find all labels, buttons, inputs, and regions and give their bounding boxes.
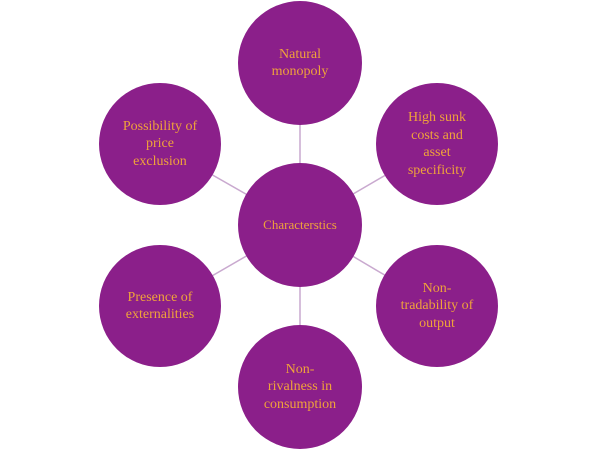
node-center-characteristics: Characterstics [238, 163, 362, 287]
node-natural-monopoly: Natural monopoly [238, 1, 362, 125]
node-externalities: Presence of externalities [99, 245, 221, 367]
node-non-rivalness: Non- rivalness in consumption [238, 325, 362, 449]
node-price-exclusion: Possibility of price exclusion [99, 83, 221, 205]
node-sunk-costs: High sunk costs and asset specificity [376, 83, 498, 205]
node-non-tradability: Non- tradability of output [376, 245, 498, 367]
